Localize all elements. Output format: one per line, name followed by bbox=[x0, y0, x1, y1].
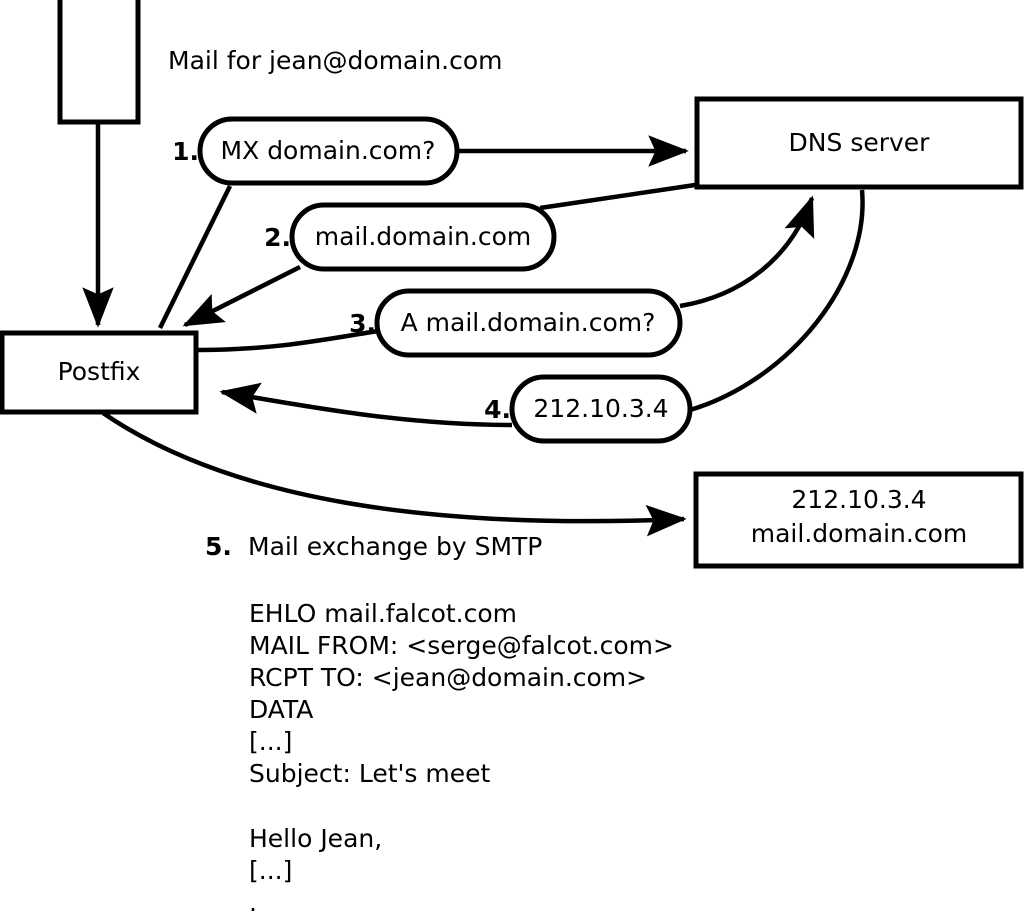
node-postfix-label: Postfix bbox=[58, 357, 141, 386]
transcript-line: DATA bbox=[249, 695, 313, 724]
node-client-box[interactable] bbox=[57, 0, 141, 125]
step-5-label: Mail exchange by SMTP bbox=[248, 532, 542, 561]
transcript-line: MAIL FROM: <serge@falcot.com> bbox=[249, 631, 674, 660]
node-mailserver-host: mail.domain.com bbox=[751, 519, 967, 548]
step-number-4: 4. bbox=[484, 395, 511, 424]
bubble-step-1-label: MX domain.com? bbox=[221, 136, 436, 165]
step-number-5: 5. bbox=[205, 532, 232, 561]
transcript-line: EHLO mail.falcot.com bbox=[249, 599, 517, 628]
bubble-step-1[interactable] bbox=[197, 116, 460, 186]
node-postfix-box[interactable] bbox=[0, 330, 199, 415]
step-number-1: 1. bbox=[172, 137, 199, 166]
edge-dns-to-step2-bubble bbox=[539, 182, 696, 211]
step-number-3: 3. bbox=[349, 309, 376, 338]
node-mailserver-box[interactable] bbox=[693, 471, 1024, 569]
edge-step4-bubble-to-postfix bbox=[219, 382, 513, 428]
bubble-step-3-label: A mail.domain.com? bbox=[401, 308, 656, 337]
transcript-line: . bbox=[249, 888, 257, 917]
bubble-step-2[interactable] bbox=[289, 202, 557, 272]
transcript-line: Subject: Let's meet bbox=[249, 759, 490, 788]
bubble-step-4-label: 212.10.3.4 bbox=[533, 394, 668, 423]
edge-postfix-to-mailserver-smtp bbox=[101, 411, 687, 537]
node-dns-box[interactable] bbox=[694, 96, 1024, 190]
edge-step2-bubble-to-postfix bbox=[182, 264, 302, 328]
transcript-line: [...] bbox=[249, 856, 292, 885]
bubble-step-2-label: mail.domain.com bbox=[315, 222, 531, 251]
bubble-step-4[interactable] bbox=[509, 374, 693, 444]
step-number-2: 2. bbox=[264, 223, 291, 252]
transcript-line: [...] bbox=[249, 727, 292, 756]
caption-mail-for: Mail for jean@domain.com bbox=[168, 46, 503, 75]
edge-step3-bubble-to-dns bbox=[679, 195, 815, 309]
node-dns-label: DNS server bbox=[789, 128, 931, 157]
transcript-line: RCPT TO: <jean@domain.com> bbox=[249, 663, 647, 692]
transcript-line: Hello Jean, bbox=[249, 824, 382, 853]
bubble-step-3[interactable] bbox=[374, 288, 683, 358]
edge-postfix-to-step1-bubble bbox=[157, 185, 233, 329]
edge-dns-to-step4-bubble bbox=[689, 189, 865, 413]
node-mailserver-ip: 212.10.3.4 bbox=[791, 485, 926, 514]
edge-postfix-to-step3-bubble bbox=[196, 327, 386, 353]
